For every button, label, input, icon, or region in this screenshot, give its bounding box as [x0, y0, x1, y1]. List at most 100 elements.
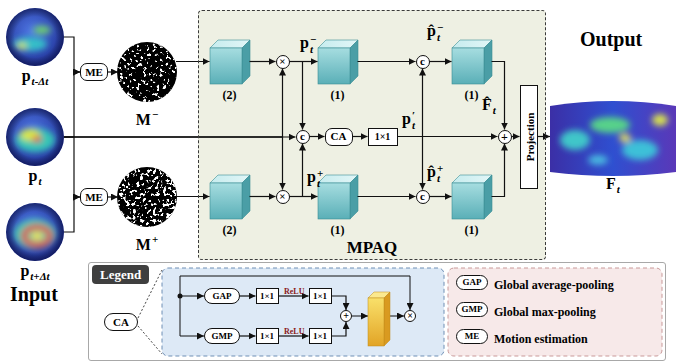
math-label: Output: [580, 28, 642, 50]
input-sphere: pt: [6, 108, 64, 166]
operator-circle: ×: [276, 190, 290, 204]
label-anchor: p−t: [300, 34, 316, 54]
script-stack: +t: [317, 168, 323, 188]
label-anchor: p̂−t: [427, 22, 443, 42]
conv-block: (1): [318, 175, 358, 219]
connector-arrow: [430, 196, 452, 197]
output-feature: Ft: [550, 100, 676, 174]
connector-arrow: [240, 295, 256, 296]
process-oval: CA: [104, 313, 138, 331]
math-label-sup: ′: [412, 110, 415, 120]
math-label: p̂: [427, 163, 436, 180]
module-name: MPAQ: [347, 238, 398, 257]
process-box: ME: [80, 63, 108, 81]
node-label: p: [22, 67, 31, 84]
connector-arrow: [492, 144, 505, 197]
math-label-sup: +: [317, 168, 323, 178]
sphere-image: [6, 8, 64, 261]
connector-arrow: [64, 37, 80, 72]
node-label-sub: t-Δt: [32, 75, 49, 87]
label-anchor: ReLU: [284, 280, 304, 298]
activation-label: ReLU: [284, 327, 304, 336]
node-label: p: [29, 167, 38, 184]
process-box: Projection: [520, 85, 538, 189]
math-label-sub: t: [310, 44, 316, 54]
operator-symbol: c: [420, 191, 425, 202]
node-label: p: [20, 262, 29, 279]
process-oval: GAP: [456, 275, 488, 290]
connector-arrow: [240, 335, 256, 336]
process-label: 1×1: [260, 332, 274, 341]
label-anchor: (2): [223, 220, 237, 238]
motion-mask: M−: [118, 40, 176, 104]
process-oval: GAP: [204, 288, 240, 304]
conv-block: (1): [452, 40, 492, 84]
process-label: ME: [85, 67, 103, 78]
connector-arrow: [108, 71, 118, 72]
operator-circle: c: [296, 130, 310, 144]
connector-arrow: [398, 137, 423, 190]
connector-arrow: [492, 62, 505, 130]
process-label: GMP: [462, 305, 483, 314]
legend-wires: [138, 270, 410, 354]
connector-arrow: [538, 136, 551, 137]
operator-symbol: ×: [279, 56, 285, 67]
conv-block: (2): [210, 175, 250, 219]
label-anchor: Legend: [92, 265, 149, 284]
activation-label: ReLU: [284, 287, 304, 296]
label-anchor: M+: [136, 230, 158, 254]
math-label-sub: t: [437, 173, 443, 183]
operator-circle: c: [416, 55, 430, 69]
label-anchor: pt-Δt: [22, 67, 49, 90]
process-box: 1×1: [309, 328, 332, 344]
math-label-sup: +: [437, 163, 443, 173]
legend-description: Global average-pooling: [494, 278, 614, 292]
process-label: Projection: [524, 112, 536, 161]
process-label: GMP: [212, 332, 233, 341]
operator-symbol: ×: [279, 191, 285, 202]
motion-mask-image: [117, 42, 177, 227]
operator-symbol: c: [420, 56, 425, 67]
operator-circle: ×: [404, 310, 416, 322]
process-label: CA: [113, 317, 129, 328]
label-anchor: p̂+t: [427, 163, 443, 183]
label-anchor: p′t: [402, 110, 415, 130]
connector-arrow: [64, 137, 283, 190]
connector-arrow: [512, 136, 520, 137]
process-box: 1×1: [309, 288, 332, 304]
connector-arrow: [250, 61, 276, 62]
operator-circle: +: [498, 130, 512, 144]
label-anchor: (1): [465, 220, 479, 238]
conv-block: (2): [210, 40, 250, 84]
connector-arrow: [176, 61, 210, 62]
operator-circle: ×: [276, 55, 290, 69]
label-anchor: Ft: [606, 175, 620, 198]
math-label-sup: −: [437, 22, 443, 32]
node-label-sub: t+Δt: [30, 270, 49, 282]
connector-arrow: [358, 196, 416, 197]
math-label: F̂: [482, 96, 492, 113]
connector-arrow: [310, 136, 325, 137]
connector-arrow: [358, 61, 416, 62]
connector-arrow: [64, 137, 80, 197]
node-label-sup: −: [152, 108, 158, 120]
process-label: CA: [331, 131, 347, 142]
connector-arrow: [332, 322, 347, 336]
conv-block: (1): [318, 40, 358, 84]
legend-description: Motion estimation: [494, 332, 588, 346]
callout-number: (1): [331, 223, 345, 237]
process-oval: ME: [456, 329, 488, 344]
callout-number: (1): [331, 88, 345, 102]
module-region: MPAQ(2)×(1)c(1)cCA1×1(2)×(1)c(1)+Project…: [198, 10, 546, 260]
connector-arrow: [64, 197, 80, 232]
connector-arrow: [430, 61, 452, 62]
connector-arrow: [290, 62, 303, 130]
connector-arrow: [64, 72, 80, 137]
node-label: M: [136, 236, 151, 253]
math-label-sub: t: [412, 120, 415, 130]
process-label: GAP: [213, 292, 232, 301]
connector-arrow: [250, 196, 276, 197]
math-label-sub: t: [493, 104, 496, 116]
callout-number: (2): [223, 223, 237, 237]
label-anchor: (2): [223, 85, 237, 103]
